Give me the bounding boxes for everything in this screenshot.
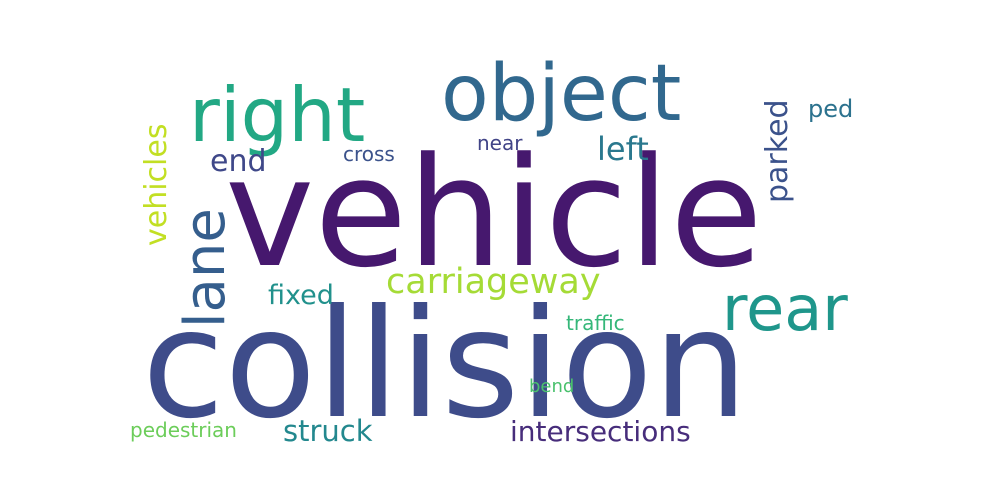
word-lane: lane	[173, 208, 238, 328]
word-vehicle: vehicle	[225, 125, 763, 301]
word-end: end	[210, 144, 267, 179]
word-cross: cross	[343, 142, 395, 166]
word-vehicles: vehicles	[139, 123, 174, 246]
word-intersections: intersections	[510, 415, 691, 448]
word-bend: bend	[529, 376, 575, 397]
word-rear: rear	[722, 272, 848, 345]
word-left: left	[597, 130, 649, 168]
word-collision: collision	[142, 278, 748, 452]
word-struck: struck	[283, 414, 373, 448]
word-object: object	[441, 49, 682, 139]
word-carriageway: carriageway	[386, 262, 601, 302]
word-near: near	[477, 131, 523, 155]
word-traffic: traffic	[566, 311, 625, 335]
word-ped: ped	[808, 95, 854, 123]
word-right: right	[189, 71, 366, 159]
word-parked: parked	[760, 99, 795, 203]
word-pedestrian: pedestrian	[130, 418, 237, 442]
word-fixed: fixed	[268, 280, 334, 311]
